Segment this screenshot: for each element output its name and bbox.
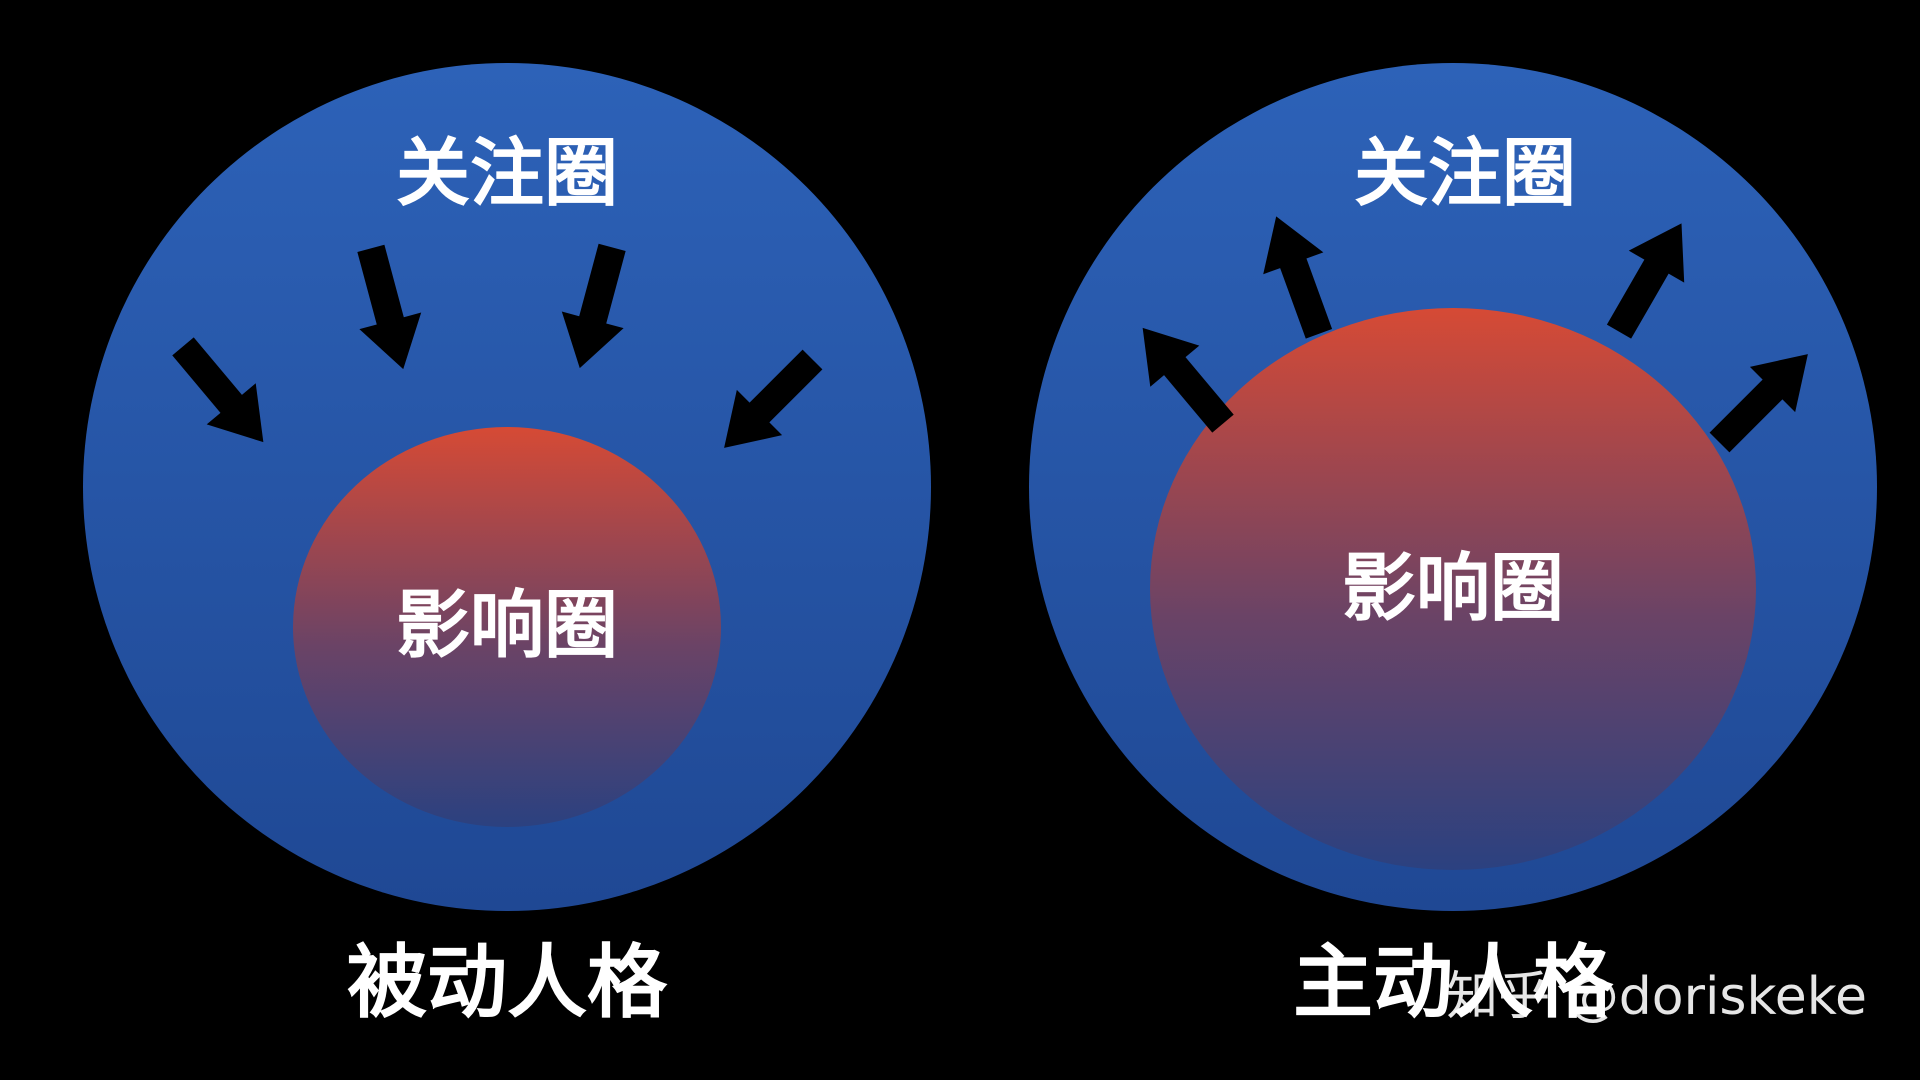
passive-influence-label: 影响圈 (396, 583, 618, 669)
active-caption: 主动人格 (1293, 936, 1614, 1029)
active-influence-circle (1150, 308, 1756, 870)
active-concern-label: 关注圈 (1354, 131, 1576, 217)
watermark: 知乎 @doriskeke (1446, 967, 1867, 1027)
passive-concern-label: 关注圈 (396, 131, 618, 217)
active-influence-label: 影响圈 (1342, 546, 1564, 632)
passive-influence-circle (293, 427, 721, 827)
passive-diagram: 关注圈 影响圈 被动人格 (83, 63, 931, 1029)
active-diagram: 关注圈 影响圈 主动人格 (1029, 63, 1877, 1029)
passive-caption: 被动人格 (347, 936, 668, 1029)
